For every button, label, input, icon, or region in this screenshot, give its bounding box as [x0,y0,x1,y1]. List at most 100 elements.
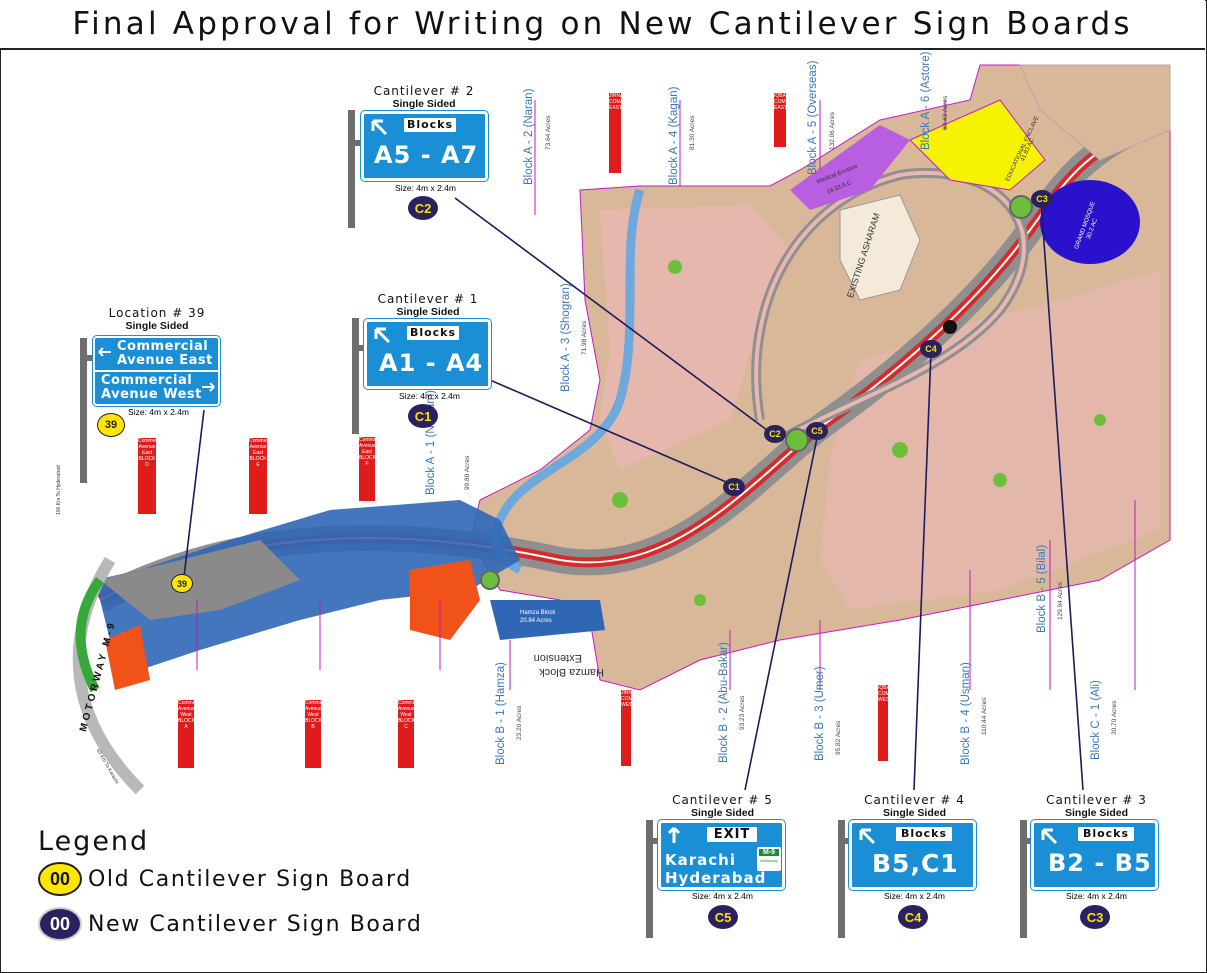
block-a3-acres: 71.98 Acres [581,320,588,355]
loc39-line2a: Commercial [101,373,193,388]
site-map [72,64,1171,795]
loc39-line2b: Avenue West [101,387,202,402]
park [668,260,682,274]
m9-shield-text: M-9 [759,849,779,856]
marker-dot [943,320,957,334]
c3-blocks-pill: Blocks [1078,827,1134,841]
loc39-line1a: Commercial [117,339,209,354]
c4-board-text: B5,C1 [872,849,959,878]
m9-shield: M-9 Motorway [757,847,781,871]
page-title: Final Approval for Writing on New Cantil… [72,6,1133,42]
block-c1-label: Block C - 1 (Ali) [1090,680,1102,760]
arrow-up-left-icon [374,327,391,344]
arrow-up-left-icon [371,119,388,136]
legend-title: Legend [38,826,150,857]
c3-size: Size: 4m x 2.4m [1066,891,1127,901]
block-c1-acres: 30.70 Acres [1111,700,1118,735]
block-b4-label: Block B - 4 (Usman) [960,662,972,765]
hamza-extension-label-2: Extension [533,652,582,664]
c5-line1: Karachi [665,851,736,869]
block-a6-acres: 63.43 Acres [942,95,949,130]
arrow-up-icon [667,826,681,843]
red-tag-caw-c: Commercial Avenue West BLOCK C [398,700,414,768]
label-leaders [196,100,1136,690]
block-a3-label: Block A - 3 (Shogran) [560,283,572,392]
ring-road-inner [754,171,1026,442]
location-39-sign: Location # 39 Single Sided [95,306,219,332]
legend-old-label: Old Cantilever Sign Board [88,866,412,892]
legend-new-badge: 00 [38,907,82,941]
c5-badge: C5 [708,905,738,929]
motorway-green [75,577,105,693]
c3-subtitle: Single Sided [1064,807,1128,819]
c5-title: Cantilever # 5 [672,793,773,807]
map-marker-c5: C5 [806,422,828,440]
red-tag-iqbal-west: IQBAL COMMERCIAL WEST [878,685,888,761]
block-b4-acres: 110.44 Acres [981,697,988,735]
block-a2-acres: 73.64 Acres [545,115,552,150]
map-marker-c1: C1 [723,478,745,496]
arrow-left-icon [98,347,111,357]
c1-title: Cantilever # 1 [377,292,479,306]
red-tag-cae-e: Commercial Avenue East BLOCK E [249,438,267,514]
educational-enclave-area [909,99,1046,191]
cantilever-5-sign: Cantilever # 5 Single Sided [659,793,786,819]
block-a2-label: Block A - 2 (Naran) [523,88,535,185]
map-marker-c3: C3 [1031,190,1053,208]
motorway-orange-wedge [105,625,150,690]
red-tag-cae-d: Commercial Avenue East BLOCK D [138,438,156,514]
ne-plots [1019,64,1171,161]
arrow-up-left-icon [1041,828,1058,845]
block-a4-label: Block A - 4 (Kagan) [668,86,680,185]
roundabout-west [480,570,500,590]
block-a5-acres: 132.06 Acres [829,112,836,150]
c5-exit-pill: EXIT [707,827,757,842]
c2-board-text: A5 - A7 [374,141,479,169]
loc39-size: Size: 4m x 2.4m [128,407,189,417]
c1-arm [352,345,366,351]
c1-post [352,318,359,434]
c3-board-text: B2 - B5 [1048,849,1152,877]
c3-board: Blocks B2 - B5 [1030,819,1159,891]
c1-board: Blocks A1 - A4 [363,318,492,390]
legend-item-old: 00 Old Cantilever Sign Board [38,862,412,896]
map-marker-c4: C4 [920,340,942,358]
to-hyderabad-label: 100 Km To Hyderabad [56,465,62,515]
c4-board: Blocks B5,C1 [848,819,977,891]
cantilever-3-sign: Cantilever # 3 Single Sided [1033,793,1160,819]
c2-post [348,110,355,228]
c3-arm [1020,838,1034,844]
block-b1-acres: 23.20 Acres [516,705,523,740]
west-commercial-grey [100,540,300,620]
red-tag-jinnah-west: JINNAH COMMERCIAL WEST [621,690,631,766]
c4-arm [838,838,852,844]
cantilever-4-sign: Cantilever # 4 Single Sided [851,793,978,819]
block-a4-acres: 81.30 Acres [689,115,696,150]
c3-badge: C3 [1080,905,1110,929]
c1-badge: C1 [408,404,438,428]
loc39-line1b: Avenue East [117,353,213,368]
c3-title: Cantilever # 3 [1046,793,1147,807]
c3-post [1020,820,1027,938]
arrow-up-left-icon [859,828,876,845]
loc39-post [80,338,87,483]
loc39-arm [80,355,94,361]
block-a5-label: Block A - 5 (Overseas) [807,60,819,175]
legend-new-label: New Cantilever Sign Board [88,911,423,937]
map-marker-c2: C2 [764,425,786,443]
c2-arm [348,140,362,146]
west-commercial-strip [95,500,520,670]
loc39-title: Location # 39 [108,306,206,320]
c2-subtitle: Single Sided [392,98,456,110]
c2-blocks-pill: Blocks [404,118,456,132]
red-tag-cae-f: Commercial Avenue East BLOCK F [359,437,375,501]
c5-line2: Hyderabad [665,869,767,887]
red-tag-iqbal-east: IQBAL COMMERCIAL EAST [774,93,786,147]
grand-mosque-area [1040,180,1140,264]
c5-post [646,820,653,938]
hamza-block-acres: 20.84 Acres [520,618,552,624]
c1-board-text: A1 - A4 [379,349,484,377]
arrow-right-icon [202,382,215,392]
c4-title: Cantilever # 4 [864,793,965,807]
park [612,492,628,508]
